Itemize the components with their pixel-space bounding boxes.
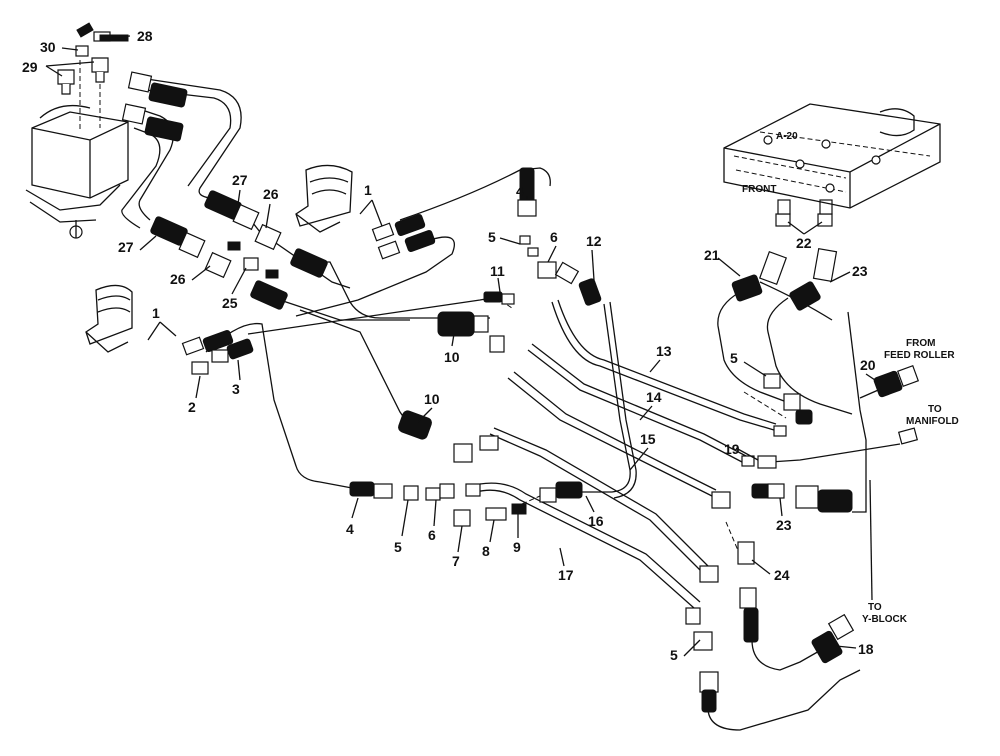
part-label: 5 bbox=[730, 350, 738, 366]
from-feed-roller-label: FROM bbox=[906, 338, 935, 349]
part-label: 6 bbox=[428, 527, 436, 543]
part-label: 6 bbox=[550, 229, 558, 245]
to-manifold-label: TO bbox=[928, 404, 942, 415]
part-label: 10 bbox=[424, 391, 440, 407]
part-label: 26 bbox=[263, 186, 279, 202]
front-label: FRONT bbox=[742, 184, 776, 195]
part-label: 26 bbox=[170, 271, 186, 287]
part-label: 28 bbox=[137, 28, 153, 44]
to-yblock-label: TO bbox=[868, 602, 882, 613]
part-label: 30 bbox=[40, 39, 56, 55]
part-label: 10 bbox=[444, 349, 460, 365]
part-label: 23 bbox=[776, 517, 792, 533]
part-label: 14 bbox=[646, 389, 662, 405]
valve-bodies bbox=[85, 164, 353, 353]
part-label: 5 bbox=[394, 539, 402, 555]
part-label: 13 bbox=[656, 343, 672, 359]
part-label: 1 bbox=[152, 305, 160, 321]
pump-fittings bbox=[57, 22, 129, 95]
part-label: 23 bbox=[852, 263, 868, 279]
part-label: 20 bbox=[860, 357, 876, 373]
part-label: 29 bbox=[22, 59, 38, 75]
part-label: 21 bbox=[704, 247, 720, 263]
part-label: 3 bbox=[232, 381, 240, 397]
part-label: 25 bbox=[222, 295, 238, 311]
part-label: 24 bbox=[774, 567, 790, 583]
part-label: 22 bbox=[796, 235, 812, 251]
part-label: 2 bbox=[188, 399, 196, 415]
part-label: 15 bbox=[640, 431, 656, 447]
part-label: 9 bbox=[513, 539, 521, 555]
dashed-leaders bbox=[493, 295, 787, 561]
to-manifold-label: MANIFOLD bbox=[906, 416, 959, 427]
part-label: 5 bbox=[488, 229, 496, 245]
control-valve-block bbox=[723, 103, 941, 209]
part-labels: 28 30 29 27 26 27 26 25 1 1 2 3 4 5 6 12… bbox=[22, 28, 876, 663]
part-label: 4 bbox=[516, 183, 524, 199]
pump-motor-assembly bbox=[25, 60, 129, 239]
part-label: 27 bbox=[232, 172, 248, 188]
to-yblock-label: Y-BLOCK bbox=[862, 614, 908, 625]
part-label: 12 bbox=[586, 233, 602, 249]
part-label: 5 bbox=[670, 647, 678, 663]
part-label: 17 bbox=[558, 567, 574, 583]
part-label: 11 bbox=[490, 263, 505, 279]
part-label: 18 bbox=[858, 641, 874, 657]
hose-fittings bbox=[121, 71, 920, 713]
from-feed-roller-label: FEED ROLLER bbox=[884, 350, 955, 361]
part-label: 7 bbox=[452, 553, 460, 569]
part-label: 27 bbox=[118, 239, 134, 255]
diagram-notes: A-20 FRONT FROM FEED ROLLER TO MANIFOLD … bbox=[742, 131, 959, 625]
part-label: 1 bbox=[364, 182, 372, 198]
label-leaders bbox=[45, 35, 879, 657]
part-label: 19 bbox=[724, 441, 740, 457]
part-label: 16 bbox=[588, 513, 604, 529]
part-label: 8 bbox=[482, 543, 490, 559]
part-label: 4 bbox=[346, 521, 354, 537]
valve-label: A-20 bbox=[776, 131, 798, 142]
